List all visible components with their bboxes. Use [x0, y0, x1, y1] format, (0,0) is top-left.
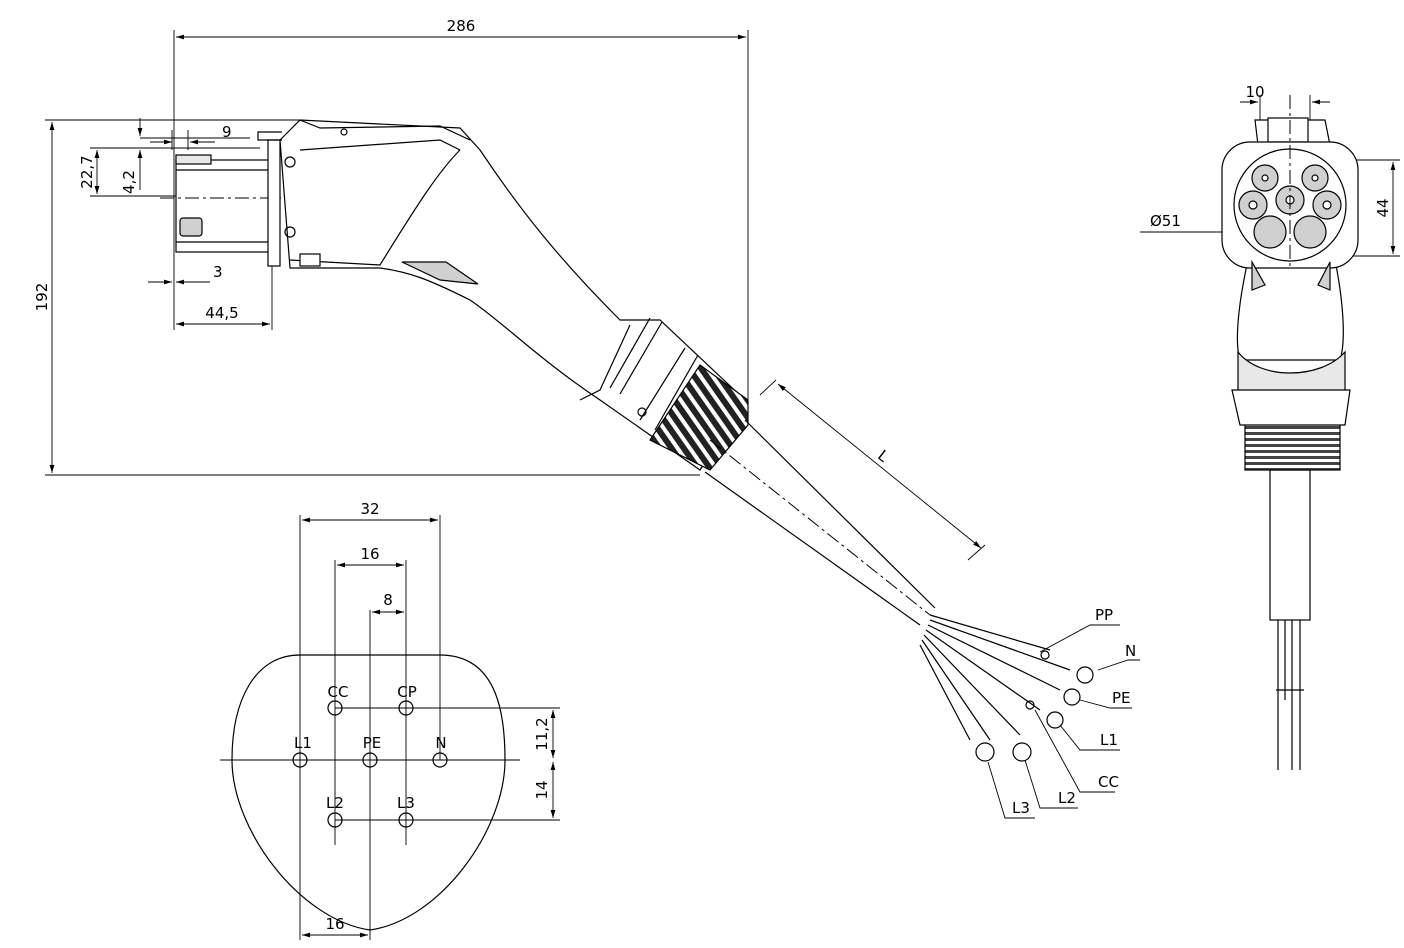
pin-label-pe: PE	[363, 734, 382, 752]
pin-layout: 32 16 8 16 11,2 14 CC CP L1 PE N L2 L3	[220, 500, 560, 940]
pin-l3	[398, 812, 414, 828]
dim-front-width: 10	[1245, 83, 1264, 101]
wire-label-l2: L2	[1058, 789, 1076, 807]
pin-label-l3: L3	[397, 794, 415, 812]
cable: L	[704, 379, 1094, 762]
rear-grille	[649, 364, 749, 471]
dim-pin-vertical-lower: 14	[533, 780, 551, 799]
wire-label-l1: L1	[1100, 731, 1118, 749]
dim-front-diameter: Ø51	[1150, 212, 1181, 230]
dim-latch-gap: 4,2	[120, 170, 138, 194]
pin-label-cp: CP	[397, 683, 417, 701]
pin-label-cc: CC	[328, 683, 349, 701]
dim-top-offset: 9	[222, 123, 232, 141]
wire-label-pp: PP	[1095, 606, 1113, 624]
pin-cc	[327, 700, 343, 716]
wire-label-n: N	[1125, 642, 1136, 660]
front-view: 10 44 Ø51	[1140, 83, 1400, 770]
pin-label-l2: L2	[326, 794, 344, 812]
pin-l2	[327, 812, 343, 828]
pin-l1	[292, 752, 308, 768]
dim-overall-length: 286	[447, 17, 476, 35]
pin-cp	[398, 700, 414, 716]
wire-label-l3: L3	[1012, 799, 1030, 817]
pin-n	[432, 752, 448, 768]
dim-pin-inner: 16	[360, 545, 379, 563]
dim-latch-height: 22,7	[78, 155, 96, 188]
side-view: 286 192 22,7 4,2 9 3 44,5	[33, 17, 749, 476]
dim-pin-half: 8	[383, 591, 393, 609]
pin-pe	[362, 752, 378, 768]
handle-body	[279, 119, 746, 471]
plug-nose	[175, 159, 275, 253]
dim-face-offset: 3	[213, 263, 223, 281]
dim-plug-depth: 44,5	[205, 304, 238, 322]
pin-layout-outline	[231, 654, 506, 931]
wire-label-cc: CC	[1098, 773, 1119, 791]
wire-label-pe: PE	[1112, 689, 1131, 707]
pin-label-l1: L1	[294, 734, 312, 752]
dim-pin-outer: 32	[360, 500, 379, 518]
dim-overall-height: 192	[33, 283, 51, 312]
dim-pin-vertical-upper: 11,2	[533, 717, 551, 750]
wire-labels: PP N PE L1 CC L2 L3	[987, 606, 1140, 819]
pin-label-n: N	[435, 734, 446, 752]
cable-length-label: L	[874, 446, 892, 466]
dim-front-height: 44	[1374, 198, 1392, 217]
dim-pin-bottom: 16	[325, 915, 344, 933]
